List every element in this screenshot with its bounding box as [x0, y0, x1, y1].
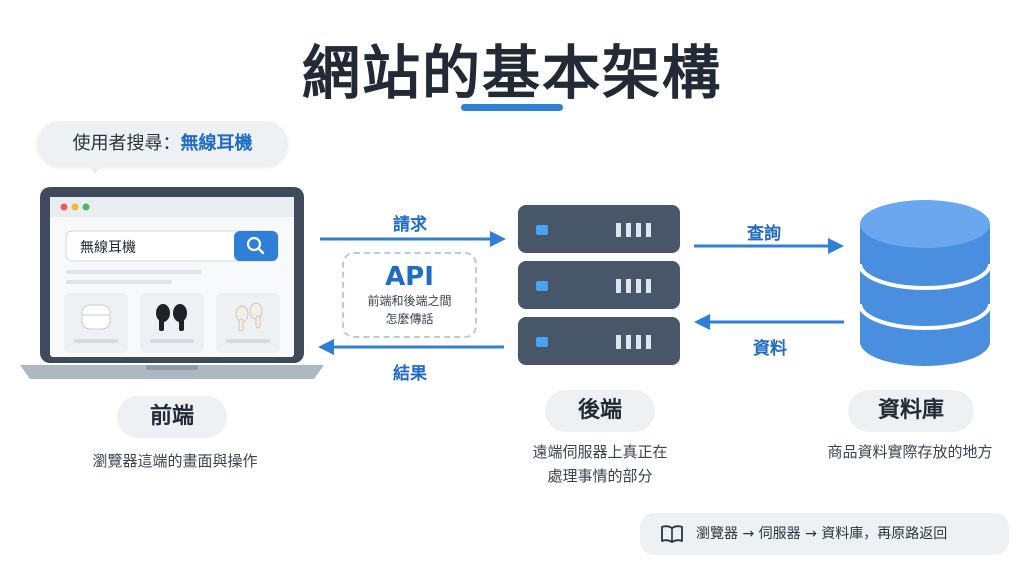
result-label: 結果	[393, 364, 427, 384]
backend-desc-line1: 遠端伺服器上真正在	[532, 443, 668, 461]
page-title: 網站的基本架構	[301, 39, 722, 107]
window-maximize-dot	[82, 203, 90, 211]
book-icon	[661, 525, 683, 543]
black-earbuds-icon	[156, 304, 170, 322]
earbuds-case-icon	[81, 304, 111, 330]
laptop-search-text: 無線耳機	[80, 240, 136, 256]
api-title: API	[385, 262, 434, 292]
browser-bar	[50, 197, 294, 217]
search-icon	[246, 236, 262, 252]
window-minimize-dot	[71, 203, 79, 211]
title-underline	[461, 104, 563, 111]
data-label: 資料	[753, 339, 787, 359]
frontend-backend-arrows	[318, 231, 506, 355]
backend-database-arrows	[694, 238, 844, 330]
server-unit	[518, 261, 680, 309]
product-card	[216, 293, 280, 353]
window-close-dot	[60, 203, 68, 211]
server-unit	[518, 317, 680, 365]
bubble-prefix: 使用者搜尋：	[72, 133, 181, 154]
backend-desc-line2: 處理事情的部分	[547, 467, 653, 485]
api-desc-line1: 前端和後端之間	[367, 294, 452, 308]
product-card	[140, 293, 204, 353]
search-bubble: 使用者搜尋：無線耳機	[37, 121, 288, 167]
request-label: 請求	[393, 215, 427, 235]
laptop-search-button	[234, 231, 278, 261]
laptop-illustration: 無線耳機	[20, 187, 324, 379]
laptop-base	[20, 365, 324, 379]
bubble-keyword: 無線耳機	[180, 133, 253, 154]
frontend-label: 前端	[117, 396, 227, 438]
database-icon	[858, 200, 992, 366]
backend-label: 後端	[545, 390, 655, 432]
api-box: API 前端和後端之間 怎麼傳話	[342, 252, 477, 338]
api-desc-line2: 怎麼傳話	[385, 312, 434, 326]
footer-note: 瀏覽器 → 伺服器 → 資料庫，再原路返回	[640, 513, 1009, 555]
query-label: 查詢	[747, 224, 781, 244]
server-unit	[518, 205, 680, 253]
bubble-tail	[86, 164, 104, 174]
footer-text: 瀏覽器 → 伺服器 → 資料庫，再原路返回	[696, 526, 948, 542]
database-label: 資料庫	[848, 390, 974, 432]
frontend-desc: 瀏覽器這端的畫面與操作	[92, 452, 258, 470]
database-desc: 商品資料實際存放的地方	[827, 443, 993, 461]
server-icon	[518, 205, 680, 365]
